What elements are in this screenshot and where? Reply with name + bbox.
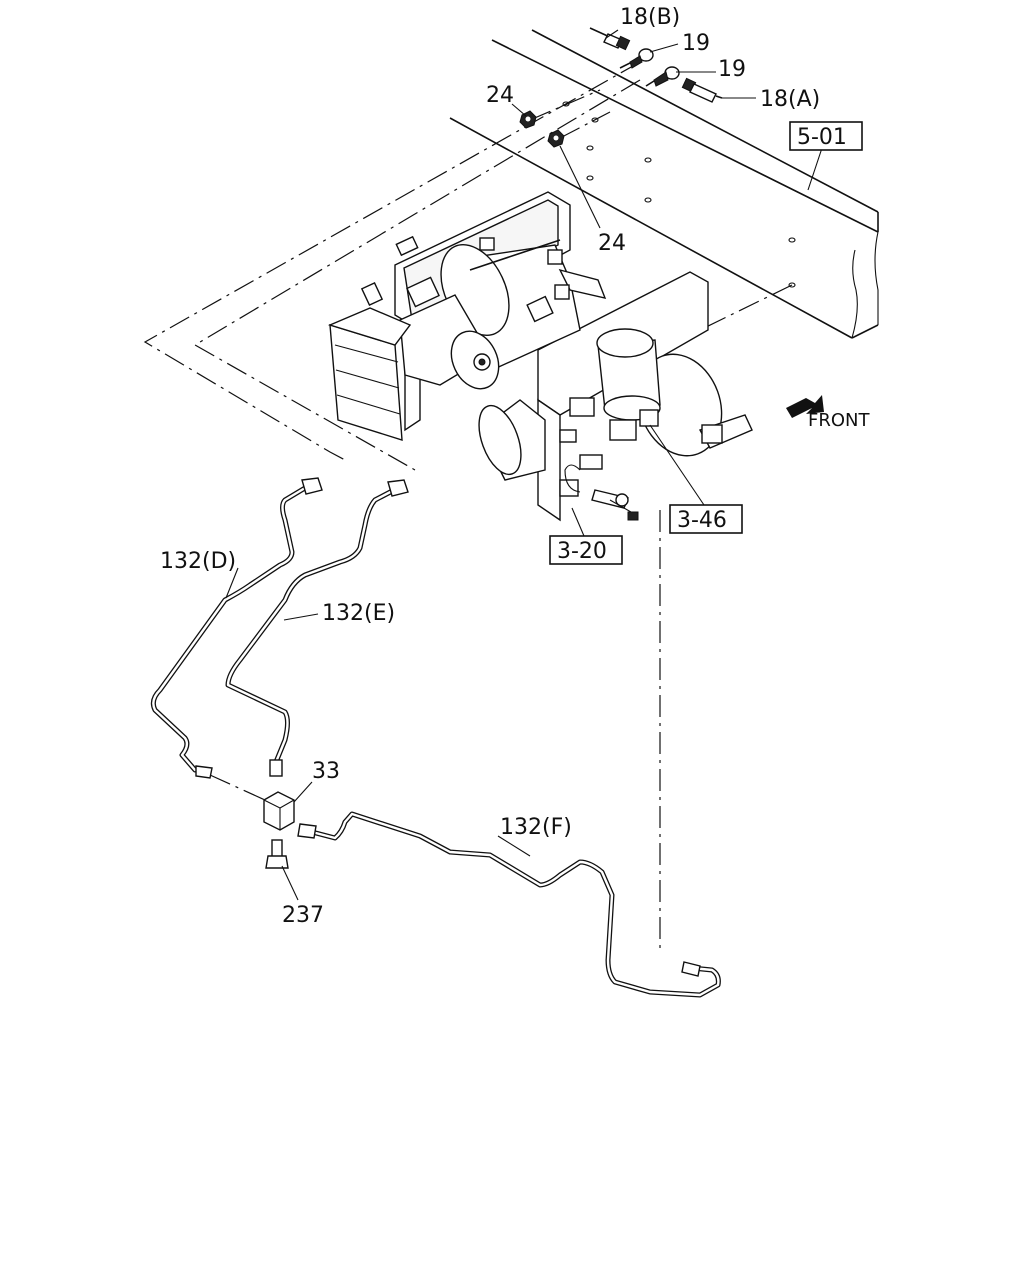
ref-box-3-20 [549, 535, 623, 565]
ref-box-3-46 [669, 504, 743, 534]
valves-right [559, 397, 753, 521]
nut-24-lower [547, 129, 565, 148]
frame-rail [449, 29, 879, 339]
junction-block-33 [263, 791, 295, 831]
label-33: 33 [312, 759, 340, 784]
label-132e: 132(E) [322, 601, 395, 626]
pipe-132d [150, 477, 323, 779]
pipe-132e [225, 479, 409, 777]
air-dryer-canister [596, 328, 661, 421]
label-24-upper: 24 [486, 83, 514, 108]
label-front: FRONT [808, 410, 870, 431]
label-132f: 132(F) [500, 815, 572, 840]
washer-19-lower [645, 66, 680, 87]
label-132d: 132(D) [160, 549, 236, 574]
left-block [327, 307, 412, 441]
pipe-132f [297, 811, 721, 998]
label-237: 237 [282, 903, 324, 928]
label-ref-3-46: 3-46 [677, 508, 727, 533]
bolt-18a [681, 77, 723, 103]
label-ref-5-01: 5-01 [797, 125, 847, 150]
fittings-left [360, 235, 607, 323]
ref-box-5-01 [789, 121, 863, 151]
air-dryer-body [399, 239, 581, 390]
label-19-lower: 19 [718, 57, 746, 82]
bolt-237 [265, 839, 289, 869]
bolt-18b [589, 27, 631, 51]
label-ref-3-20: 3-20 [557, 539, 607, 564]
washer-19-upper [619, 48, 654, 69]
leader-lines [225, 29, 823, 901]
mounting-lines [143, 61, 793, 950]
label-24-lower: 24 [598, 231, 626, 256]
label-18b: 18(B) [620, 5, 680, 30]
label-18a: 18(A) [760, 87, 820, 112]
label-19-upper: 19 [682, 31, 710, 56]
nut-24-upper [519, 110, 537, 129]
front-arrow-icon [786, 395, 824, 418]
